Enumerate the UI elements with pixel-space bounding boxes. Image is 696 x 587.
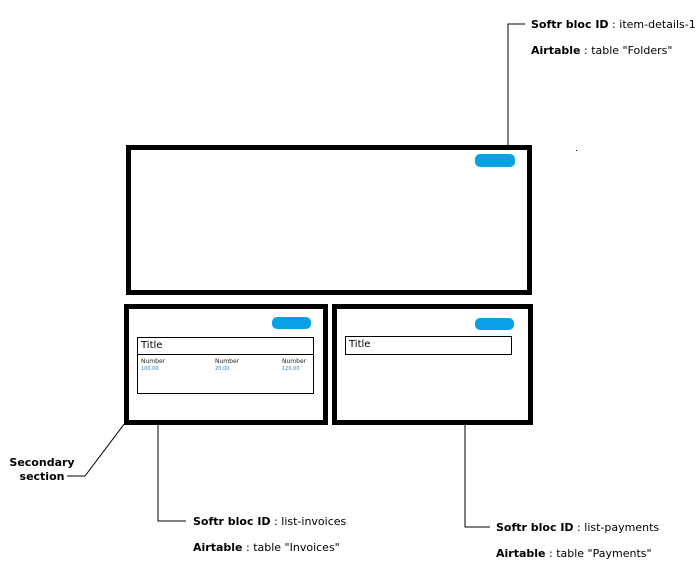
payment-card[interactable]: Title xyxy=(345,336,512,355)
invoice-col-header-1: Number xyxy=(141,358,166,365)
connector-list-payments xyxy=(464,424,490,528)
item-details-block xyxy=(126,145,532,295)
invoice-col-value-3: 120.00 xyxy=(282,366,300,372)
annotation-item-details-airtable: Airtable : table "Folders" xyxy=(531,44,673,57)
invoice-col-value-1: 100.00 xyxy=(141,366,159,372)
list-invoices-block: Title Number 100.00 Number 20.00 Number … xyxy=(124,304,328,425)
item-details-button[interactable] xyxy=(475,154,515,167)
annotation-list-payments-airtable: Airtable : table "Payments" xyxy=(496,547,652,560)
invoice-col-header-3: Number xyxy=(282,358,307,365)
invoice-col-header-2: Number xyxy=(215,358,240,365)
invoice-card-title: Title xyxy=(141,340,163,351)
invoice-card-divider xyxy=(138,354,313,355)
list-invoices-button[interactable] xyxy=(272,317,311,329)
invoice-col-value-2: 20.00 xyxy=(215,366,230,372)
annotation-item-details-id: Softr bloc ID : item-details-1 xyxy=(531,18,696,31)
secondary-section-label: Secondary section xyxy=(6,456,78,484)
secondary-label-line-2: section xyxy=(19,470,65,483)
annotation-list-invoices-airtable: Airtable : table "Invoices" xyxy=(193,541,340,554)
invoice-card[interactable]: Title Number 100.00 Number 20.00 Number … xyxy=(137,337,314,394)
annotation-list-payments-id: Softr bloc ID : list-payments xyxy=(496,521,660,534)
annotation-list-invoices-id: Softr bloc ID : list-invoices xyxy=(193,515,347,528)
secondary-label-line-1: Secondary xyxy=(9,456,75,469)
connector-list-invoices xyxy=(157,424,186,522)
list-payments-block: Title xyxy=(332,304,533,425)
payment-card-title: Title xyxy=(349,339,371,350)
stray-dot xyxy=(576,150,577,151)
connector-item-details xyxy=(507,23,525,148)
list-payments-button[interactable] xyxy=(475,318,514,330)
